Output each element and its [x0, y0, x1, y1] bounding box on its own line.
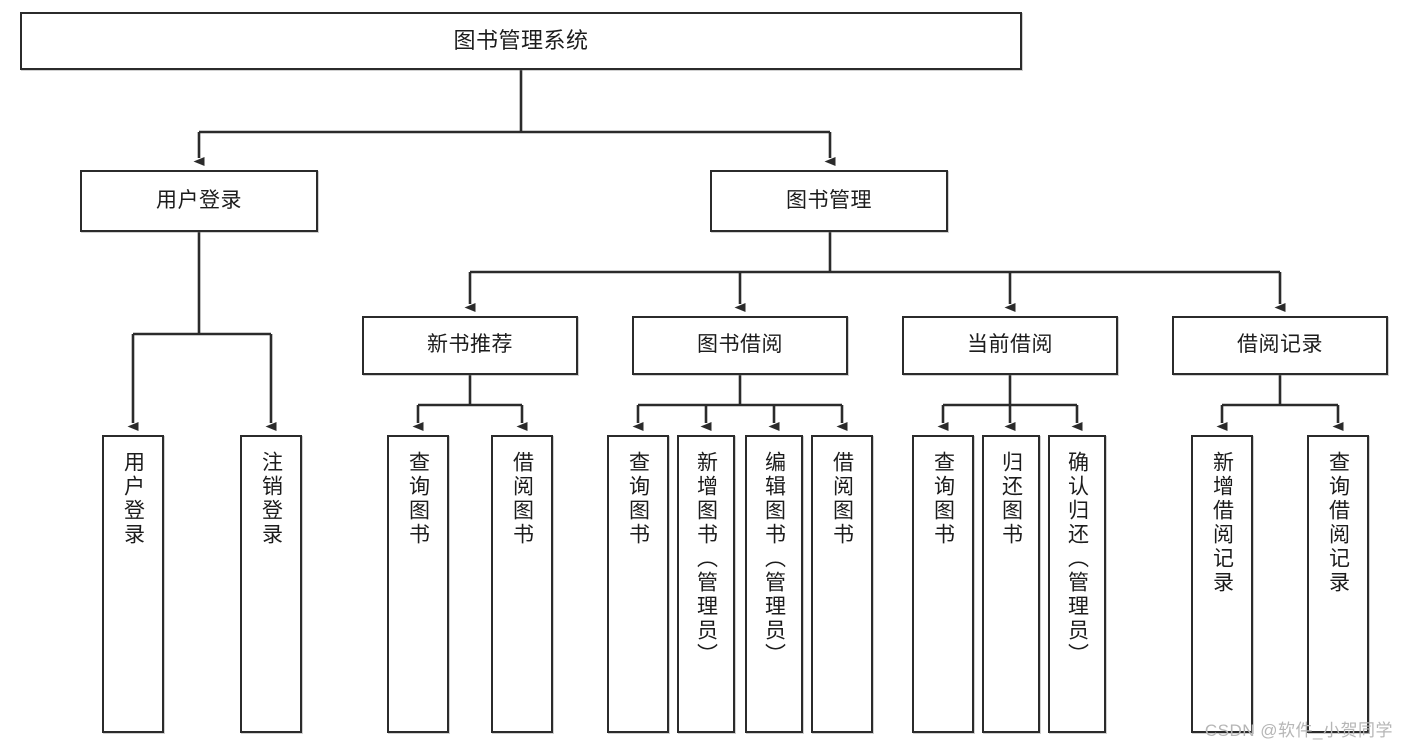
node-label: 查询图书 — [931, 451, 955, 547]
node-label: 新增图书（管理员） — [694, 451, 718, 667]
node-current-borrow[interactable]: 当前借阅 — [902, 316, 1118, 375]
leaf-edit-book[interactable]: 编辑图书（管理员） — [745, 435, 803, 733]
node-borrow-record[interactable]: 借阅记录 — [1172, 316, 1388, 375]
node-new-book-recommend[interactable]: 新书推荐 — [362, 316, 578, 375]
leaf-add-borrow-record[interactable]: 新增借阅记录 — [1191, 435, 1253, 733]
leaf-add-book[interactable]: 新增图书（管理员） — [677, 435, 735, 733]
node-label: 借阅图书 — [830, 451, 854, 547]
leaf-query-book-current[interactable]: 查询图书 — [912, 435, 974, 733]
node-label: 用户登录 — [121, 451, 145, 547]
node-label: 查询图书 — [406, 451, 430, 547]
leaf-confirm-return[interactable]: 确认归还（管理员） — [1048, 435, 1106, 733]
node-label: 当前借阅 — [967, 333, 1053, 357]
node-label: 编辑图书（管理员） — [762, 451, 786, 667]
node-label: 借阅记录 — [1237, 333, 1323, 357]
node-label: 注销登录 — [259, 451, 283, 547]
leaf-user-login[interactable]: 用户登录 — [102, 435, 164, 733]
node-label: 归还图书 — [999, 451, 1023, 547]
node-user-login[interactable]: 用户登录 — [80, 170, 318, 232]
node-book-management[interactable]: 图书管理 — [710, 170, 948, 232]
leaf-user-logout[interactable]: 注销登录 — [240, 435, 302, 733]
node-label: 查询借阅记录 — [1326, 451, 1350, 595]
leaf-query-book-recommend[interactable]: 查询图书 — [387, 435, 449, 733]
node-root-system[interactable]: 图书管理系统 — [20, 12, 1022, 70]
node-label: 新增借阅记录 — [1210, 451, 1234, 595]
leaf-return-book[interactable]: 归还图书 — [982, 435, 1040, 733]
node-label: 用户登录 — [156, 188, 242, 212]
leaf-query-book-borrow[interactable]: 查询图书 — [607, 435, 669, 733]
leaf-borrow-book[interactable]: 借阅图书 — [811, 435, 873, 733]
node-label: 查询图书 — [626, 451, 650, 547]
node-book-borrow[interactable]: 图书借阅 — [632, 316, 848, 375]
leaf-borrow-book-recommend[interactable]: 借阅图书 — [491, 435, 553, 733]
leaf-query-borrow-record[interactable]: 查询借阅记录 — [1307, 435, 1369, 733]
watermark-text: CSDN @软件_小贺同学 — [1204, 721, 1393, 740]
node-label: 图书管理系统 — [453, 28, 589, 54]
node-label: 借阅图书 — [510, 451, 534, 547]
node-label: 确认归还（管理员） — [1065, 451, 1089, 667]
node-label: 图书管理 — [786, 188, 872, 212]
node-label: 新书推荐 — [427, 333, 513, 357]
node-label: 图书借阅 — [697, 333, 783, 357]
